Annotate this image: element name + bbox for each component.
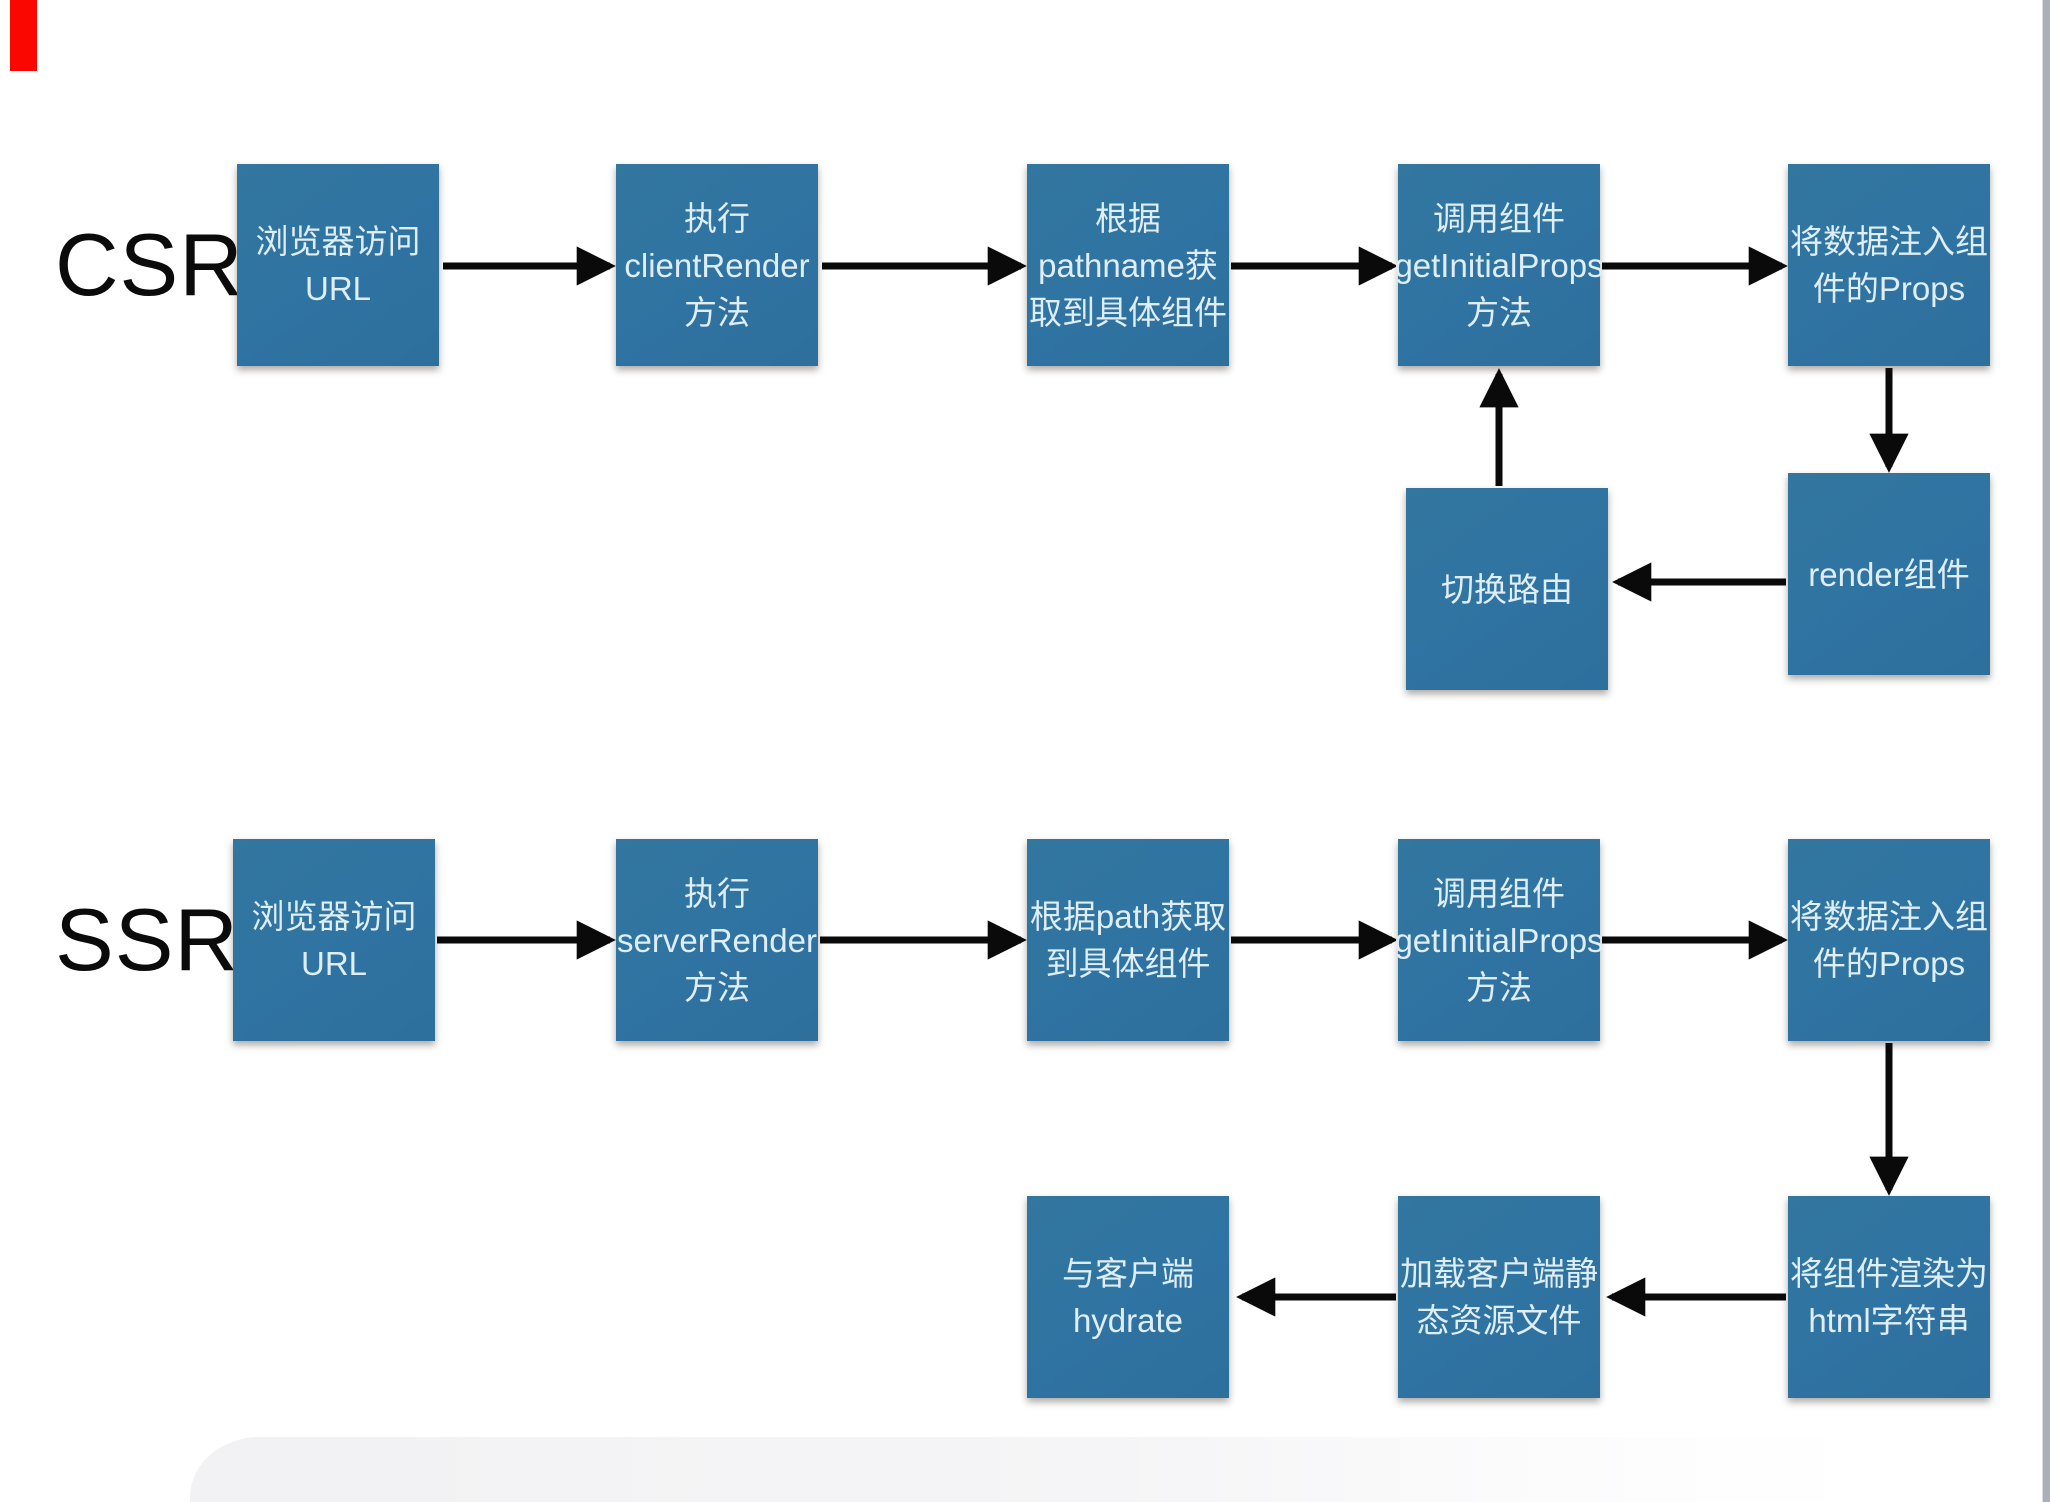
csr-node-switch-route: 切换路由 bbox=[1406, 488, 1608, 690]
node-label: 调用组件 getInitialProps 方法 bbox=[1394, 199, 1604, 331]
node-label: 根据path获取 到具体组件 bbox=[1029, 898, 1227, 982]
ssr-node-inject-props: 将数据注入组 件的Props bbox=[1788, 839, 1990, 1041]
node-label: 加载客户端静 态资源文件 bbox=[1400, 1255, 1598, 1339]
scrollbar[interactable] bbox=[2042, 0, 2050, 1502]
csr-node-getinitialprops: 调用组件 getInitialProps 方法 bbox=[1394, 164, 1604, 366]
node-label: 执行 clientRender 方法 bbox=[624, 199, 810, 331]
csr-node-pathname-component: 根据 pathname获 取到具体组件 bbox=[1027, 164, 1229, 366]
node-label: 将数据注入组 件的Props bbox=[1790, 223, 1988, 307]
node-label: 切换路由 bbox=[1441, 570, 1573, 608]
ssr-node-getinitialprops: 调用组件 getInitialProps 方法 bbox=[1394, 839, 1604, 1041]
node-label: 浏览器访问 URL bbox=[255, 223, 421, 307]
node-label: 将数据注入组 件的Props bbox=[1790, 898, 1988, 982]
ssr-node-path-component: 根据path获取 到具体组件 bbox=[1027, 839, 1229, 1041]
node-label: 执行 serverRender 方法 bbox=[617, 874, 817, 1006]
csr-node-render-component: render组件 bbox=[1788, 473, 1990, 675]
node-label: render组件 bbox=[1808, 555, 1970, 593]
node-label: 调用组件 getInitialProps 方法 bbox=[1394, 874, 1604, 1006]
red-marker-bar bbox=[10, 0, 37, 71]
ssr-section-label: SSR bbox=[55, 890, 239, 989]
node-label: 根据 pathname获 取到具体组件 bbox=[1029, 199, 1227, 331]
csr-section-label: CSR bbox=[55, 215, 244, 314]
node-label: 将组件渲染为 html字符串 bbox=[1790, 1255, 1988, 1339]
csr-node-client-render: 执行 clientRender 方法 bbox=[616, 164, 818, 366]
node-label: 与客户端 hydrate bbox=[1062, 1255, 1194, 1339]
ssr-node-load-static: 加载客户端静 态资源文件 bbox=[1398, 1196, 1600, 1398]
node-label: 浏览器访问 URL bbox=[251, 898, 417, 982]
csr-node-inject-props: 将数据注入组 件的Props bbox=[1788, 164, 1990, 366]
ssr-node-render-html: 将组件渲染为 html字符串 bbox=[1788, 1196, 1990, 1398]
ssr-node-server-render: 执行 serverRender 方法 bbox=[616, 839, 818, 1041]
ssr-node-browser-url: 浏览器访问 URL bbox=[233, 839, 435, 1041]
bottom-gray-panel bbox=[190, 1437, 2050, 1502]
ssr-node-hydrate: 与客户端 hydrate bbox=[1027, 1196, 1229, 1398]
csr-node-browser-url: 浏览器访问 URL bbox=[237, 164, 439, 366]
